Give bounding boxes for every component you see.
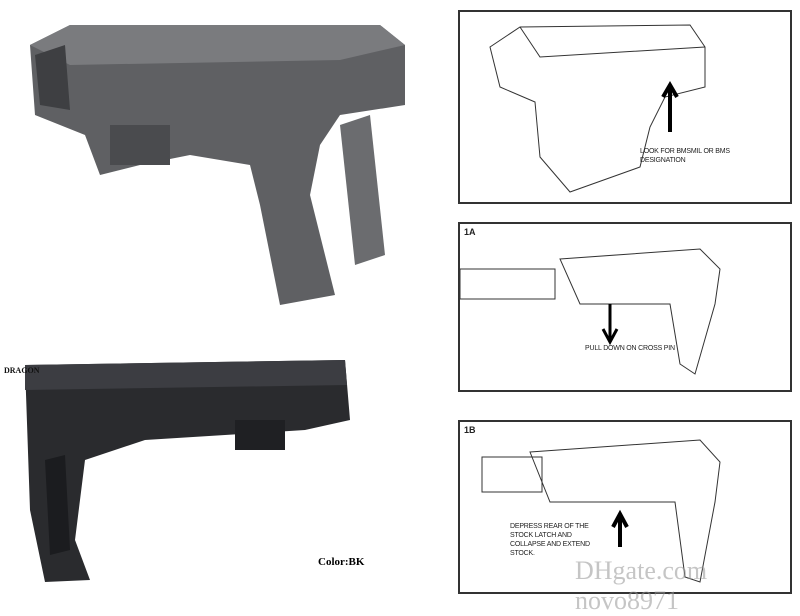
gray-stock-photo xyxy=(30,25,405,305)
black-stock-photo xyxy=(25,360,350,582)
diagram-note: PULL DOWN ON CROSS PIN xyxy=(585,345,675,352)
stock-line-drawing xyxy=(489,24,706,193)
diagram-panel-1: LOOK FOR BMSMIL or BMS DESIGNATION xyxy=(458,10,792,204)
diagram-note: LOOK FOR BMSMIL or BMS DESIGNATION xyxy=(640,148,730,164)
diagram-note: DEPRESS REAR OF THE STOCK LATCH AND COLL… xyxy=(510,523,590,557)
diagram-panel-1a: 1A PULL DOWN ON CROSS PIN xyxy=(458,222,792,392)
stock-line-drawing xyxy=(481,439,721,583)
step-tag: 1B xyxy=(464,425,476,435)
color-label: Color:BK xyxy=(318,556,365,568)
stock-line-drawing xyxy=(460,248,721,375)
watermark: DHgate.com novo8971 xyxy=(575,556,708,615)
diagram-panel-1b: 1B DEPRESS REAR OF THE STOCK LATCH AND C… xyxy=(458,420,792,594)
step-tag: 1A xyxy=(464,227,476,237)
brand-mark: DRAGON xyxy=(4,366,40,375)
